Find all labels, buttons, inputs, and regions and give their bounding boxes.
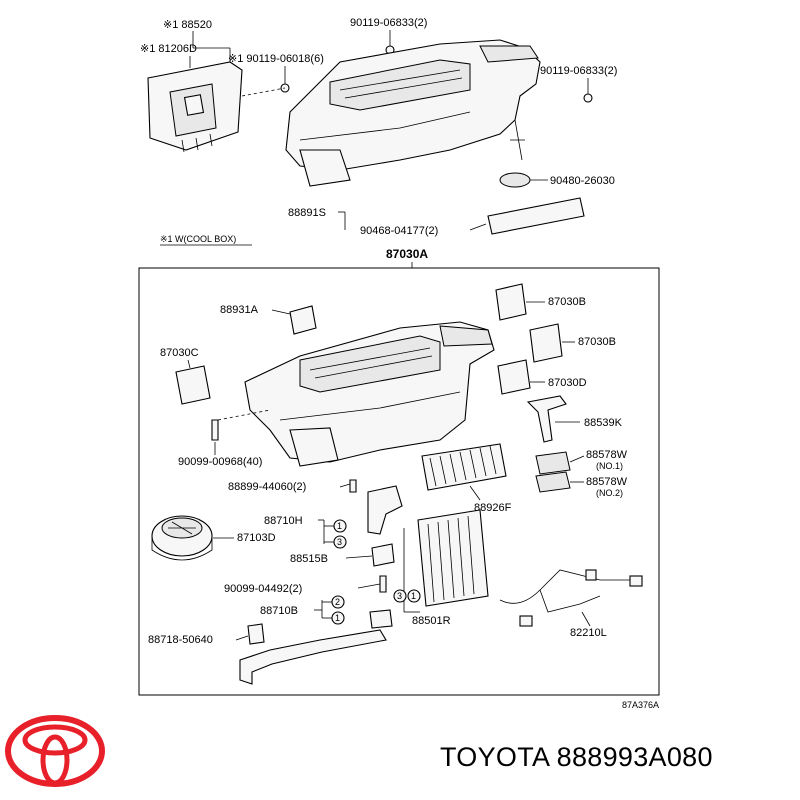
label-81206D: ※1 81206D <box>140 43 197 55</box>
pad-88578W-1 <box>535 451 571 475</box>
dashed-90099-00968 <box>217 409 271 421</box>
screw-90099-00968 <box>211 419 219 441</box>
filter-88891S <box>487 197 585 235</box>
screw-88899-44060 <box>349 479 357 493</box>
label-87030C: 87030C <box>160 347 199 359</box>
blower-motor-87103D <box>151 515 213 561</box>
hvac-unit-top <box>285 39 541 187</box>
clamp-88718-50640 <box>247 623 265 645</box>
screw-90119-06833-right <box>583 93 593 103</box>
leader-90099-04492 <box>357 583 381 589</box>
note-88578W-1: (NO.1) <box>596 461 623 471</box>
screw-90099-04492 <box>379 575 387 593</box>
label-87030B-1: 87030B <box>548 296 586 308</box>
label-88718-50640: 88718-50640 <box>148 634 213 646</box>
leader-90468-04177 <box>469 223 487 231</box>
leader-88578W-1 <box>569 455 585 463</box>
label-88926F: 88926F <box>474 502 512 514</box>
leader-82210L <box>581 611 591 627</box>
label-90480-26030: 90480-26030 <box>550 175 615 187</box>
callout-2-a-text: 2 <box>335 597 340 607</box>
valve-88515B <box>371 543 395 567</box>
label-87030B-2: 87030B <box>578 336 616 348</box>
label-90099-00968: 90099-00968(40) <box>178 456 262 468</box>
toyota-logo <box>5 715 105 787</box>
callout-1-a <box>333 519 347 533</box>
leader-88718-50640 <box>235 635 249 641</box>
label-90119-06833-top: 90119-06833(2) <box>350 17 427 29</box>
label-87030A: 87030A <box>386 247 428 261</box>
leader-87030C <box>187 359 191 369</box>
duct-88539K <box>526 395 567 443</box>
leader-88899-44060 <box>339 483 351 488</box>
actuator-87030B-2 <box>529 323 563 363</box>
leader-88515B <box>345 555 373 559</box>
callout-1-c <box>407 589 421 603</box>
label-88578W-2: 88578W <box>586 476 628 488</box>
actuator-87030D <box>497 359 531 395</box>
leader-88931A <box>271 309 291 315</box>
brand-part-number: TOYOTA 888993A080 <box>440 742 713 772</box>
label-87030D: 87030D <box>548 377 587 389</box>
hvac-unit-main <box>244 321 495 467</box>
callout-2-a <box>331 595 345 609</box>
label-90119-06018: ※1 90119-06018(6) <box>228 53 324 65</box>
pipe-lower <box>239 629 387 685</box>
pad-88578W-2 <box>535 471 571 493</box>
assembly-frame-87030A <box>138 267 660 696</box>
ref-code: 87A376A <box>622 700 659 710</box>
callout-1-c-text: 1 <box>411 591 416 601</box>
label-88578W-1: 88578W <box>586 449 628 461</box>
grommet-90480-26030 <box>499 172 531 188</box>
bracket-88931A <box>289 305 317 335</box>
evaporator-88501R <box>417 509 489 607</box>
leader-88926F <box>469 485 481 501</box>
label-87103D: 87103D <box>237 532 276 544</box>
note-cool-box: ※1 W(COOL BOX) <box>160 234 236 244</box>
wire-harness-82210L <box>499 569 643 627</box>
label-88539K: 88539K <box>584 417 623 429</box>
label-90119-06833-right: 90119-06833(2) <box>540 65 617 77</box>
label-88931A: 88931A <box>220 304 259 316</box>
fitting-88710B <box>369 609 393 629</box>
label-88515B: 88515B <box>290 553 328 565</box>
callout-3-a-text: 3 <box>337 537 342 547</box>
label-88501R: 88501R <box>412 615 451 627</box>
actuator-87030C <box>175 365 211 405</box>
label-88520: ※1 88520 <box>163 19 212 31</box>
dashed-90119-06018 <box>241 87 286 97</box>
label-88891S: 88891S <box>288 207 326 219</box>
callout-3-b-text: 3 <box>397 591 402 601</box>
callout-1-b-text: 1 <box>335 613 340 623</box>
control-unit-88520 <box>147 61 243 153</box>
label-88710H: 88710H <box>264 515 303 527</box>
actuator-87030B-1 <box>495 283 527 321</box>
pipe-88710H <box>367 485 403 535</box>
callout-1-b <box>331 611 345 625</box>
callout-1-a-text: 1 <box>337 521 342 531</box>
callout-3-b <box>393 589 407 603</box>
label-90468-04177: 90468-04177(2) <box>360 225 438 237</box>
label-82210L: 82210L <box>570 627 607 639</box>
label-90099-04492: 90099-04492(2) <box>224 583 302 595</box>
cabin-filter-88926F <box>421 443 507 491</box>
label-88710B: 88710B <box>260 605 298 617</box>
callout-3-a <box>333 535 347 549</box>
label-88899-44060: 88899-44060(2) <box>228 481 306 493</box>
note-88578W-2: (NO.2) <box>596 488 623 498</box>
